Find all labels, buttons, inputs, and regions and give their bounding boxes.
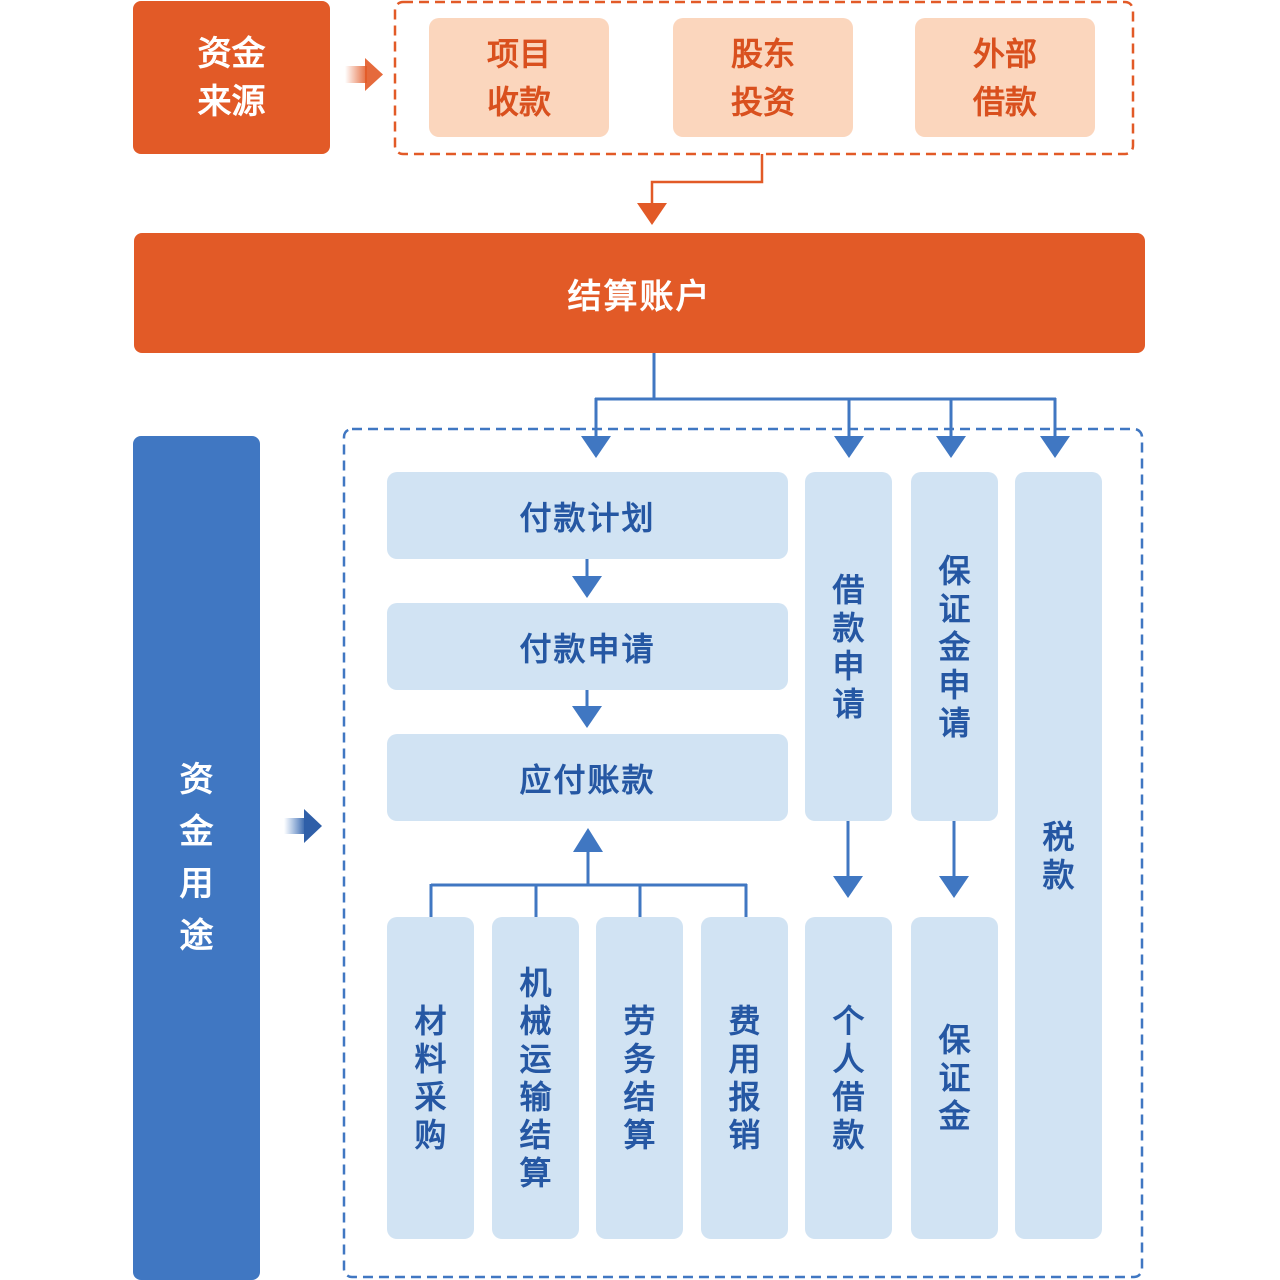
expense-reimbursement: 费用报销	[701, 917, 788, 1239]
settlement-account-label: 结算账户	[567, 276, 712, 317]
arrow-down-icon	[637, 203, 667, 225]
sources-arrow-icon	[345, 58, 383, 91]
tax-label: 税款	[1042, 817, 1075, 894]
loan-application-label: 借款申请	[832, 570, 865, 723]
personal-loan: 个人借款	[805, 917, 892, 1239]
fund-uses-title: 资金用途	[179, 760, 214, 956]
source-label: 项目收款	[486, 34, 551, 121]
deposit-label: 保证金	[938, 1021, 971, 1135]
payment-request-label: 付款申请	[519, 629, 656, 668]
source-external-loans: 外部借款	[915, 18, 1095, 137]
accounts-payable-label: 应付账款	[519, 760, 656, 799]
loan-application: 借款申请	[805, 472, 892, 821]
material-procurement: 材料采购	[387, 917, 474, 1239]
branch-arrows	[581, 436, 1070, 458]
uses-arrow-icon	[284, 809, 322, 843]
payables-merge-lines	[429, 848, 748, 917]
payable-source-label: 材料采购	[414, 1002, 447, 1154]
payable-source-label: 劳务结算	[623, 1002, 656, 1154]
arrow-down-icon	[572, 576, 602, 598]
arrow-down-icon	[1040, 436, 1070, 458]
sources-group-border	[393, 0, 1135, 156]
source-label: 外部借款	[972, 34, 1037, 121]
tax: 税款	[1015, 472, 1102, 1239]
arrow-down-icon	[936, 436, 966, 458]
payable-source-label: 机械运输结算	[519, 964, 552, 1192]
source-shareholder-investment: 股东投资	[673, 18, 853, 137]
personal-loan-label: 个人借款	[832, 1002, 865, 1154]
fund-sources-title: 资金来源	[197, 33, 266, 122]
machinery-transport-settlement: 机械运输结算	[492, 917, 579, 1239]
arrow-down-icon	[581, 436, 611, 458]
arrow-up-icon	[573, 828, 603, 852]
sources-to-settlement-line	[650, 154, 764, 206]
fund-sources-label: 资金来源	[133, 1, 330, 154]
deposit-application: 保证金申请	[911, 472, 998, 821]
payment-plan: 付款计划	[387, 472, 788, 559]
labor-settlement: 劳务结算	[596, 917, 683, 1239]
uses-group-border	[342, 427, 1144, 1279]
deposit: 保证金	[911, 917, 998, 1239]
payment-plan-label: 付款计划	[519, 498, 656, 537]
fund-uses-label: 资金用途	[133, 436, 260, 1280]
deposit-application-label: 保证金申请	[938, 551, 971, 742]
payable-source-label: 费用报销	[728, 1002, 761, 1154]
arrow-down-icon	[834, 436, 864, 458]
source-label: 股东投资	[730, 34, 795, 121]
settlement-account: 结算账户	[134, 233, 1145, 353]
arrow-down-icon	[572, 706, 602, 728]
accounts-payable: 应付账款	[387, 734, 788, 821]
arrow-down-icon	[939, 876, 969, 898]
source-project-receipts: 项目收款	[429, 18, 609, 137]
arrow-down-icon	[833, 876, 863, 898]
payment-request: 付款申请	[387, 603, 788, 690]
settlement-branch-lines	[594, 352, 1057, 440]
